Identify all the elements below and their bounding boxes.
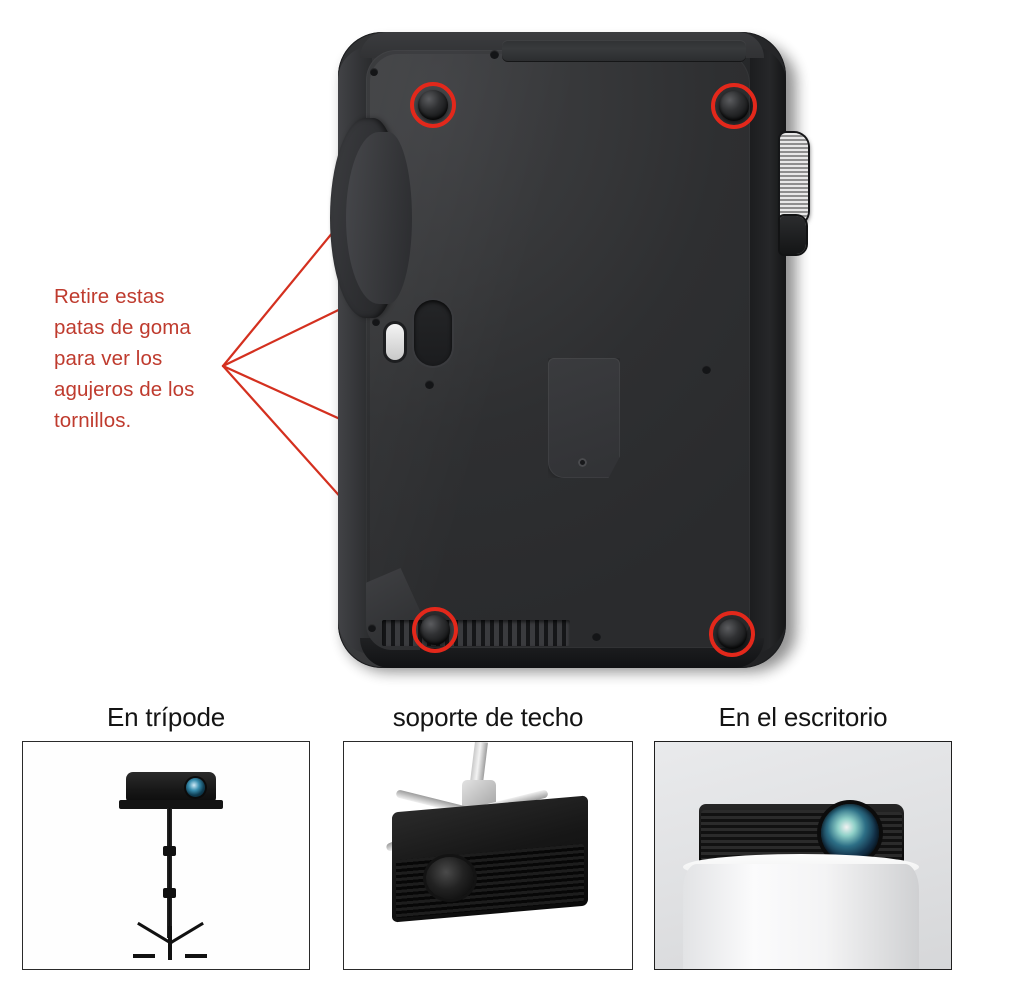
oval-recess bbox=[414, 300, 452, 366]
tripod-center-pole bbox=[167, 808, 172, 938]
tripod-leg-center bbox=[168, 926, 172, 960]
tripod-foot-right bbox=[185, 954, 207, 958]
mounting-option-tripod-caption: En trípode bbox=[107, 702, 225, 732]
projector-bottom-view bbox=[330, 28, 808, 673]
tripod-knob-lower bbox=[163, 888, 176, 898]
top-recess-strip bbox=[502, 40, 746, 62]
screw-dot-top-left bbox=[370, 68, 378, 76]
screw-dot-top-strip bbox=[490, 50, 499, 59]
tripod-projector-lens bbox=[186, 778, 205, 797]
ceiling-projector-lens bbox=[426, 857, 474, 899]
tripod-leg-right bbox=[168, 921, 204, 946]
tripod-projector-base bbox=[119, 800, 223, 809]
annotation-note: Retire estas patas de goma para ver los … bbox=[54, 285, 195, 432]
desk-projector-vents-left bbox=[701, 810, 829, 862]
highlight-ring-bottom-right bbox=[709, 611, 755, 657]
mounting-option-ceiling-caption: soporte de techo bbox=[392, 702, 584, 732]
ventilation-slots bbox=[382, 620, 570, 646]
screw-dot-mid-right bbox=[702, 365, 711, 374]
screw-dot-mid-left bbox=[372, 318, 380, 326]
lens-barrel-inner bbox=[346, 132, 412, 304]
mounting-option-desk-caption: En el escritorio bbox=[718, 702, 888, 732]
focus-wheel-housing bbox=[780, 216, 806, 254]
highlight-ring-top-left bbox=[410, 82, 456, 128]
tripod-knob-upper bbox=[163, 846, 176, 856]
lamp-cover-screw bbox=[578, 458, 587, 467]
screw-dot-bottom-mid bbox=[592, 632, 601, 641]
desk-projector-lens bbox=[821, 804, 879, 862]
tripod-foot-left bbox=[133, 954, 155, 958]
tripod-legs bbox=[133, 921, 207, 960]
adjustable-foot-release bbox=[386, 324, 404, 360]
screw-dot-bottom-left bbox=[368, 624, 376, 632]
mounting-option-ceiling: soporte de techo bbox=[343, 700, 633, 970]
highlight-ring-top-right bbox=[711, 83, 757, 129]
focus-wheel-icon bbox=[780, 133, 808, 225]
mounting-options-row: En trípode soporte de techo bbox=[0, 700, 1030, 1000]
mounting-option-tripod: En trípode bbox=[22, 700, 310, 970]
mounting-option-ceiling-image bbox=[343, 741, 633, 970]
mounting-option-desk-image bbox=[654, 741, 952, 970]
highlight-ring-bottom-left bbox=[412, 607, 458, 653]
mounting-option-desk: En el escritorio bbox=[654, 700, 952, 970]
screw-dot-under-oval bbox=[425, 380, 434, 389]
desk-pedestal bbox=[683, 864, 919, 969]
mounting-option-tripod-image bbox=[22, 741, 310, 970]
